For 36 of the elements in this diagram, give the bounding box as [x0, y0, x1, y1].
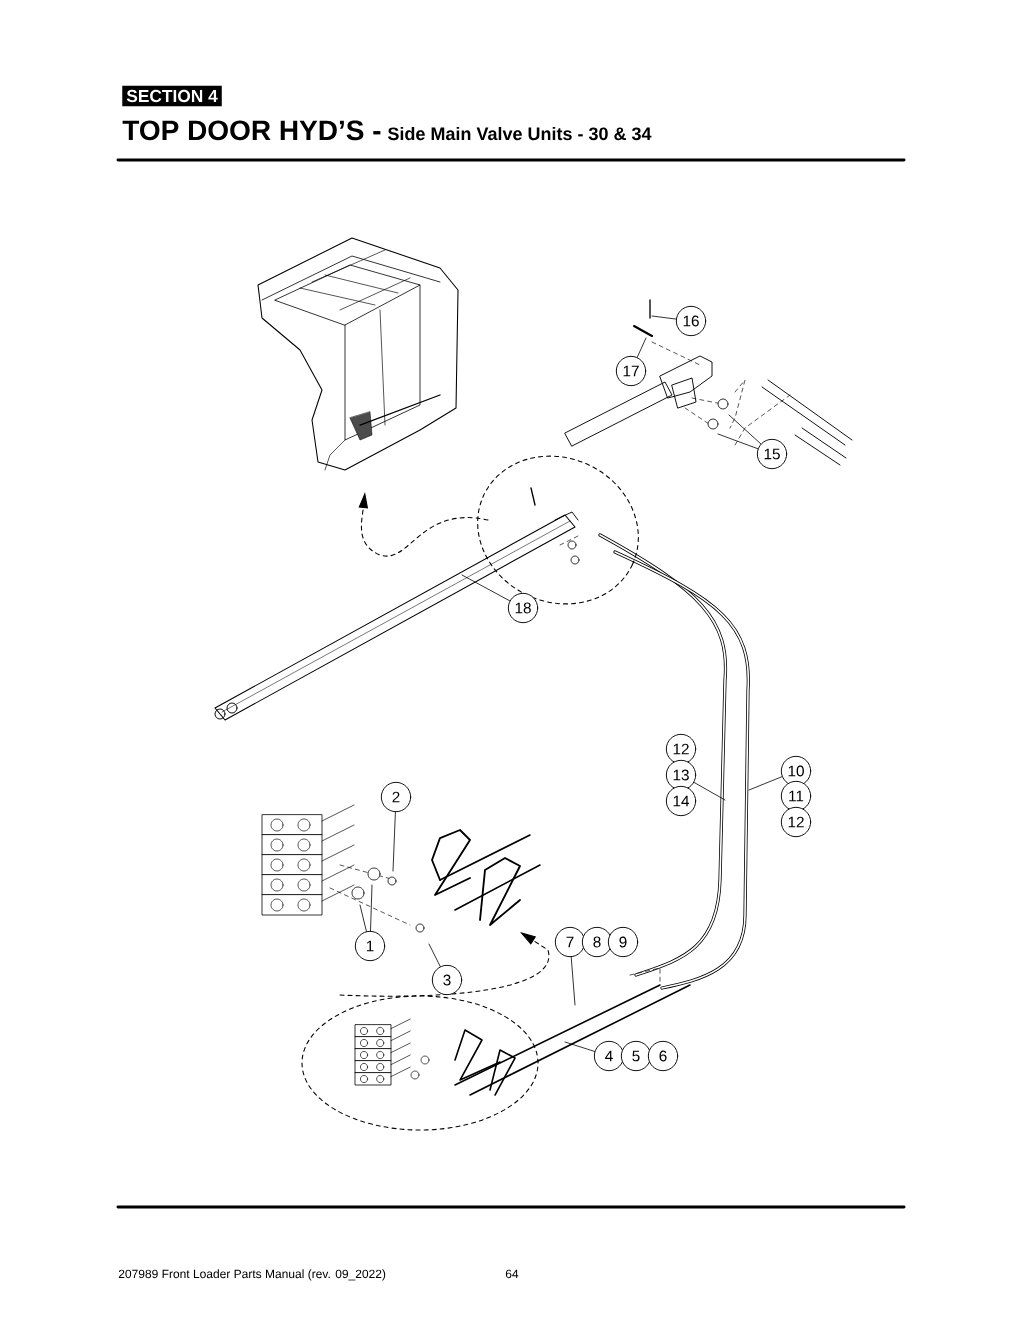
leader-line — [428, 943, 441, 967]
callout-number: 12 — [665, 733, 697, 765]
section-tag: SECTION 4 — [122, 85, 222, 107]
callout-number: 13 — [665, 759, 697, 791]
page-number: 64 — [505, 1269, 519, 1279]
callout-number: 5 — [620, 1040, 652, 1072]
callout-number: 15 — [756, 438, 788, 470]
leader-line — [359, 904, 367, 932]
leader-line — [728, 414, 762, 445]
leader-line — [636, 337, 647, 358]
subtitle: Side Main Valve Units - 30 & 34 — [387, 126, 652, 141]
callout-number: 1 — [354, 930, 386, 962]
leader-line — [370, 884, 373, 932]
callout-number: 4 — [593, 1040, 625, 1072]
callout-number: 18 — [507, 592, 539, 624]
title: TOP DOOR HYD’S - — [122, 120, 381, 141]
leader-line — [570, 956, 576, 1006]
callout-number: 9 — [607, 926, 639, 958]
callout-number: 11 — [780, 780, 812, 812]
leader-line — [564, 1041, 595, 1052]
callout-number: 6 — [647, 1040, 679, 1072]
callout-number: 12 — [780, 806, 812, 838]
leader-line — [651, 315, 677, 320]
footer-text: 207989 Front Loader Parts Manual (rev. 09_2022) — [118, 1269, 386, 1281]
callout-number: 7 — [554, 926, 586, 958]
leader-line — [693, 782, 726, 801]
callout-number: 8 — [581, 926, 613, 958]
callout-number: 2 — [380, 781, 412, 813]
leader-line — [392, 811, 396, 872]
callout-number: 17 — [615, 355, 647, 387]
callout-number: 3 — [431, 964, 463, 996]
leader-line — [717, 433, 759, 450]
callout-number: 16 — [675, 305, 707, 337]
callout-number: 14 — [665, 785, 697, 817]
leader-line — [748, 776, 783, 791]
leader-line — [461, 574, 511, 602]
